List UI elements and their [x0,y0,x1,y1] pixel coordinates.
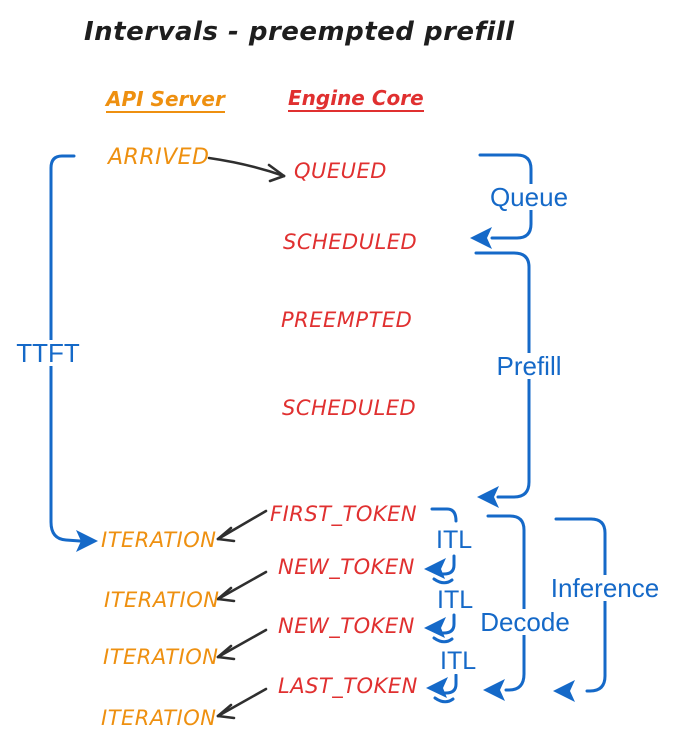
inference-bracket [554,517,607,693]
decode-label: Decode [476,609,574,635]
itl-arrow-3-line [441,673,458,695]
arrow-first-token-to-iteration-1 [216,509,268,543]
itl-arrow-1-tail [432,577,454,585]
itl-arrow-2-line [439,613,456,635]
itl-arrowhead-2 [424,617,446,638]
prefill-label: Prefill [492,353,566,379]
decode-bracket [486,514,526,692]
api-event-arrived: ARRIVED [108,145,210,170]
itl-bracket-1-hook [430,507,458,523]
queue-label: Queue [485,184,573,210]
queue-arrowhead [470,227,492,249]
itl-label-1: ITL [434,526,475,554]
itl-arrow-2-tail [432,636,454,644]
engine-event-preempted: PREEMPTED [281,308,413,332]
prefill-arrowhead [477,486,499,508]
arrow-new-token-1-to-iteration-2 [216,570,268,603]
api-event-iteration-1: ITERATION [101,528,217,552]
itl-arrow-1-line [439,554,456,576]
api-event-iteration-3: ITERATION [103,645,219,669]
arrow-arrived-to-queued [207,156,286,183]
page-title: Intervals - preempted prefill [84,17,515,47]
engine-event-queued: QUEUED [294,159,387,183]
api-event-iteration-4: ITERATION [101,706,217,730]
engine-event-scheduled-1: SCHEDULED [283,230,418,254]
engine-event-first-token: FIRST_TOKEN [270,502,418,526]
ttft-label: TTFT [12,340,84,366]
ttft-arrowhead [76,530,98,552]
itl-label-2: ITL [435,586,476,614]
itl-arrowhead-1 [424,558,446,579]
column-header-engine-core: Engine Core [288,86,424,112]
engine-event-last-token: LAST_TOKEN [278,674,418,698]
inference-label: Inference [546,575,664,601]
api-event-iteration-2: ITERATION [104,588,220,612]
engine-event-scheduled-2: SCHEDULED [282,396,417,420]
itl-arrowhead-3 [426,677,448,698]
itl-label-3: ITL [438,647,479,675]
column-header-api-server: API Server [106,87,225,113]
itl-arrow-3-tail [433,696,455,704]
engine-event-new-token-1: NEW_TOKEN [278,555,415,579]
arrow-last-token-to-iteration-4 [216,687,268,720]
arrow-new-token-2-to-iteration-3 [216,628,268,661]
engine-event-new-token-2: NEW_TOKEN [278,614,415,638]
decode-arrowhead [483,679,505,701]
inference-arrowhead [553,680,575,702]
